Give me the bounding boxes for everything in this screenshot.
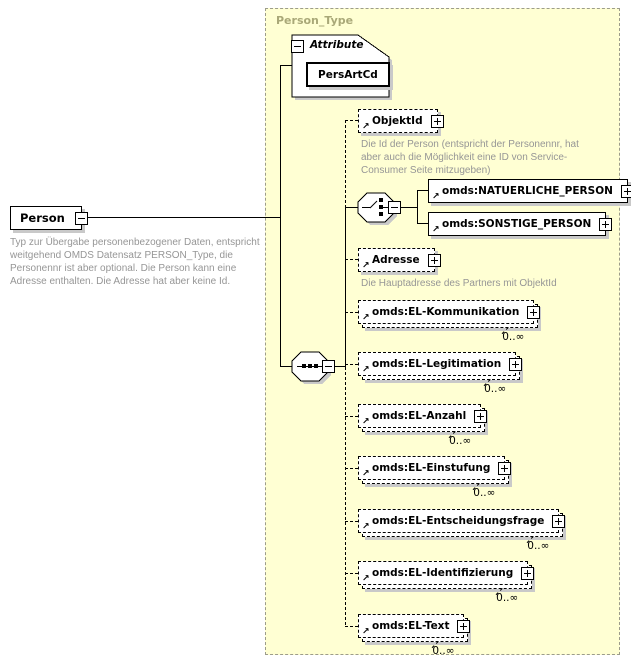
element-natuerliche-person[interactable]: ↗ omds:NATUERLICHE_PERSON <box>428 179 631 203</box>
element-el-entscheidungsfrage[interactable]: ↗ omds:EL-Entscheidungsfrage 0..∞ <box>358 509 566 552</box>
element-sonstige-person-label: omds:SONSTIGE_PERSON <box>442 218 592 230</box>
element-el-anzahl-label: omds:EL-Anzahl <box>372 410 467 422</box>
el-einstufung-expand-icon[interactable] <box>498 462 512 475</box>
attribute-persartcd[interactable]: PersArtCd <box>306 62 390 87</box>
element-el-text-label: omds:EL-Text <box>372 620 450 632</box>
element-el-identifizierung[interactable]: ↗ omds:EL-Identifizierung 0..∞ <box>358 561 535 604</box>
element-el-einstufung[interactable]: ↗ omds:EL-Einstufung 0..∞ <box>358 456 512 499</box>
occurrence-label: 0..∞ <box>484 383 507 395</box>
adresse-annotation: Die Hauptadresse des Partners mit Objekt… <box>361 278 557 289</box>
occurrence-label: 0..∞ <box>496 592 519 604</box>
element-person[interactable]: Person <box>10 206 88 230</box>
element-el-entscheidungsfrage-label: omds:EL-Entscheidungsfrage <box>372 515 545 527</box>
occurrence-label: 0..∞ <box>432 645 455 657</box>
el-kommunikation-expand-icon[interactable] <box>527 306 541 319</box>
sequence-collapse-icon[interactable] <box>322 360 335 373</box>
element-el-text[interactable]: ↗ omds:EL-Text 0..∞ <box>358 614 471 657</box>
reference-arrow-icon: ↗ <box>432 225 440 235</box>
element-sonstige-person[interactable]: ↗ omds:SONSTIGE_PERSON <box>428 212 613 236</box>
sonstige-person-expand-icon[interactable] <box>599 218 613 231</box>
objektid-expand-icon[interactable] <box>430 115 444 128</box>
reference-arrow-icon: ↗ <box>362 522 370 532</box>
occurrence-label: 0..∞ <box>502 331 525 343</box>
element-el-kommunikation-label: omds:EL-Kommunikation <box>372 306 520 318</box>
reference-arrow-icon: ↗ <box>362 627 370 637</box>
occurrence-label: 0..∞ <box>449 435 472 447</box>
occurrence-label: 0..∞ <box>527 540 550 552</box>
element-el-anzahl[interactable]: ↗ omds:EL-Anzahl 0..∞ <box>358 404 488 447</box>
person-type-label: Person_Type <box>276 14 354 27</box>
element-el-legitimation[interactable]: ↗ omds:EL-Legitimation 0..∞ <box>358 352 523 395</box>
element-el-legitimation-label: omds:EL-Legitimation <box>372 358 502 370</box>
person-annotation: Typ zur Übergabe personenbezogener Daten… <box>10 237 260 287</box>
attribute-persartcd-label: PersArtCd <box>318 68 378 81</box>
element-person-label: Person <box>20 211 65 225</box>
person-collapse-icon[interactable] <box>74 212 88 225</box>
attribute-group-label: Attribute <box>310 39 364 51</box>
occurrence-label: 0..∞ <box>473 487 496 499</box>
objektid-annotation: Die Id der Person (entspricht der Person… <box>361 139 579 176</box>
reference-arrow-icon: ↗ <box>362 469 370 479</box>
el-identifizierung-expand-icon[interactable] <box>521 567 535 580</box>
dashed-connectors <box>345 120 359 627</box>
reference-arrow-icon: ↗ <box>362 313 370 323</box>
adresse-expand-icon[interactable] <box>427 254 441 267</box>
element-el-kommunikation[interactable]: ↗ omds:EL-Kommunikation 0..∞ <box>358 300 541 343</box>
el-anzahl-expand-icon[interactable] <box>474 410 488 423</box>
reference-arrow-icon: ↗ <box>362 417 370 427</box>
element-adresse[interactable]: ↗ Adresse <box>358 248 441 272</box>
attribute-group-collapse-icon[interactable] <box>291 40 304 53</box>
sequence-compositor-icon[interactable] <box>291 351 331 384</box>
element-natuerliche-person-label: omds:NATUERLICHE_PERSON <box>442 185 613 197</box>
element-objektid[interactable]: ↗ ObjektId <box>358 109 444 133</box>
reference-arrow-icon: ↗ <box>362 261 370 271</box>
el-legitimation-expand-icon[interactable] <box>509 358 523 371</box>
reference-arrow-icon: ↗ <box>432 192 440 202</box>
natuerliche-person-expand-icon[interactable] <box>620 185 631 198</box>
reference-arrow-icon: ↗ <box>362 365 370 375</box>
element-el-einstufung-label: omds:EL-Einstufung <box>372 462 491 474</box>
element-el-identifizierung-label: omds:EL-Identifizierung <box>372 567 514 579</box>
element-objektid-label: ObjektId <box>372 115 423 127</box>
el-entscheidungsfrage-expand-icon[interactable] <box>552 515 566 528</box>
reference-arrow-icon: ↗ <box>362 574 370 584</box>
el-text-expand-icon[interactable] <box>457 620 471 633</box>
element-adresse-label: Adresse <box>372 254 420 266</box>
choice-collapse-icon[interactable] <box>388 201 401 214</box>
reference-arrow-icon: ↗ <box>362 122 370 132</box>
